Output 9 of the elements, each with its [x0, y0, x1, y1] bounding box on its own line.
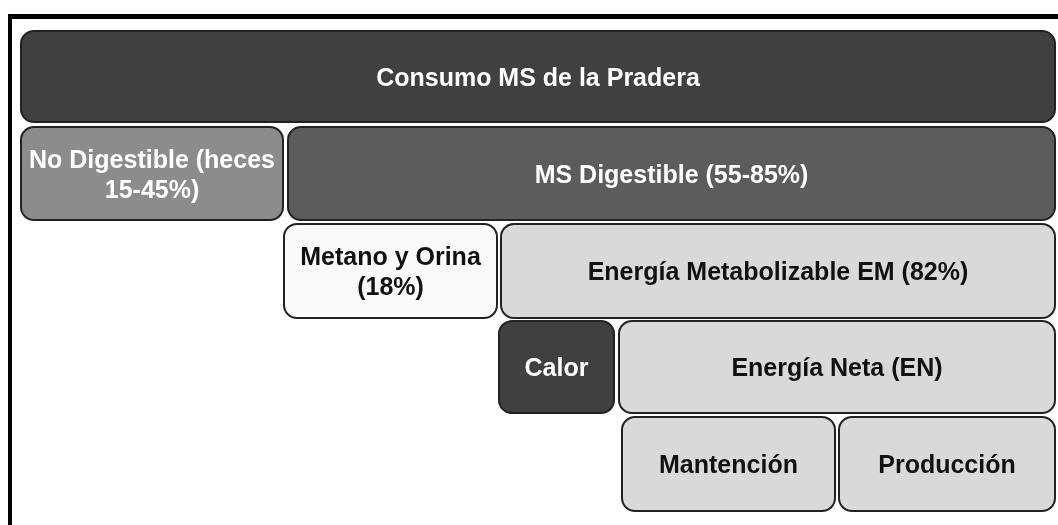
category-box: Producción — [838, 416, 1056, 512]
category-box: Mantención — [621, 416, 836, 512]
category-box: Energía Metabolizable EM (82%) — [500, 223, 1056, 319]
category-box: Calor — [498, 320, 615, 414]
category-box: Metano y Orina (18%) — [283, 223, 498, 319]
category-box: Consumo MS de la Pradera — [20, 30, 1056, 123]
category-box: Energía Neta (EN) — [618, 320, 1056, 414]
category-box: No Digestible (heces 15-45%) — [20, 126, 284, 221]
category-box: MS Digestible (55-85%) — [287, 126, 1056, 221]
